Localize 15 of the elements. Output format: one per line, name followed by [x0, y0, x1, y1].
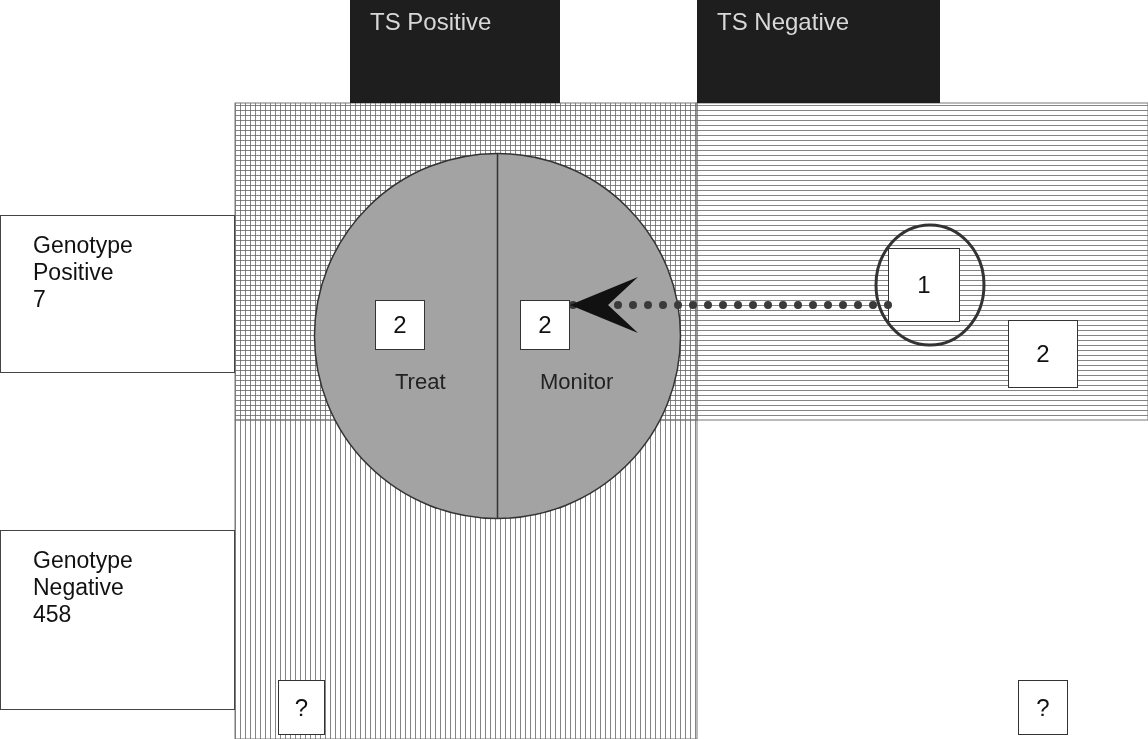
row-label: Genotype Positive 7	[0, 215, 235, 373]
box-caption: Treat	[395, 368, 446, 396]
count-box: 2	[1008, 320, 1078, 388]
row-label: Genotype Negative 458	[0, 530, 235, 710]
box-caption: Monitor	[540, 368, 614, 396]
count-box: 1	[888, 248, 960, 322]
group-ellipse	[313, 152, 682, 520]
column-header: TS Positive	[350, 0, 560, 103]
count-box: 2	[520, 300, 570, 350]
count-box: 2	[375, 300, 425, 350]
highlight-ellipse	[873, 222, 987, 348]
column-header: TS Negative	[697, 0, 940, 103]
count-box: ?	[1018, 680, 1068, 735]
dotted-arrow	[566, 277, 892, 333]
count-box: ?	[278, 680, 325, 735]
